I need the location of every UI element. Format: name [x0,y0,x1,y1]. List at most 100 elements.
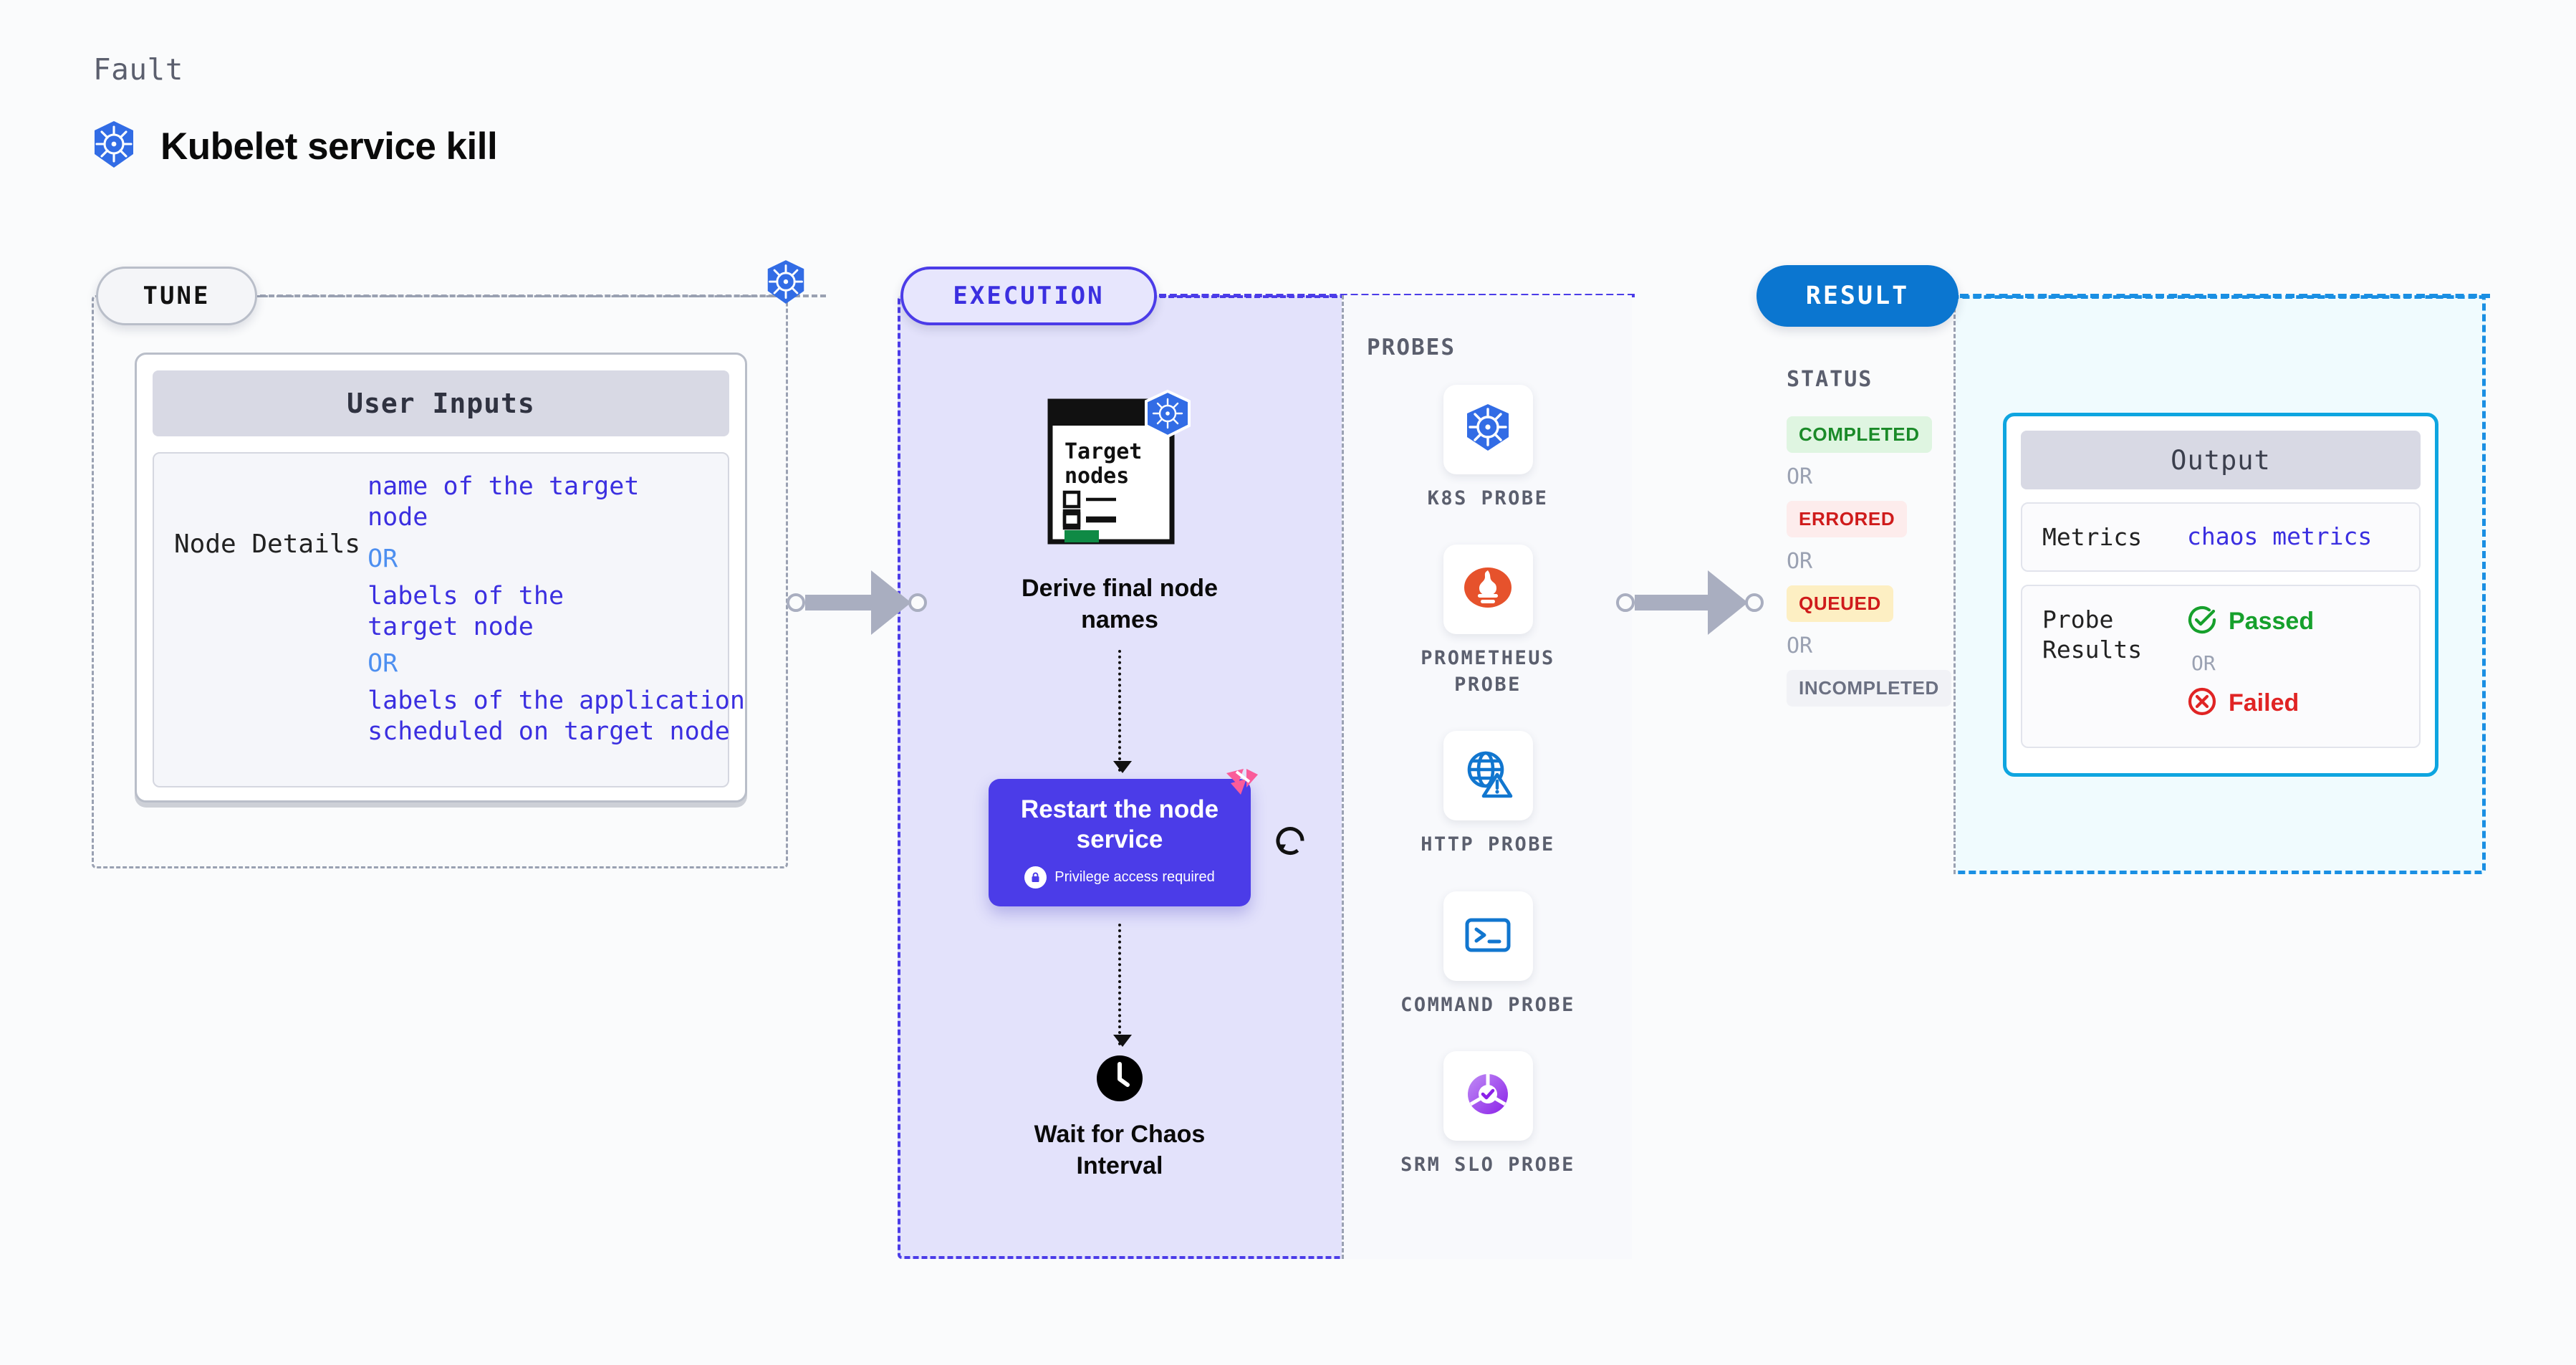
status-badge-errored: ERRORED [1787,501,1908,537]
probe-tile [1443,891,1533,981]
retry-icon[interactable] [1268,819,1312,867]
result-stage: RESULT STATUS COMPLETED OR ERRORED OR QU… [1754,265,2490,874]
execution-to-result-arrow [1616,570,1764,635]
probe-tile [1443,1051,1533,1141]
probe-item-prometheus[interactable]: PROMETHEUS PROBE [1395,545,1581,698]
output-key-probe-results: Probe Results [2042,605,2143,664]
probe-result-or-separator: OR [2191,651,2216,676]
action-card-title: Restart the node service [1020,795,1219,853]
result-pill-label: RESULT [1805,282,1910,310]
status-badge-incompleted: INCOMPLETED [1787,670,1951,707]
tune-stage: TUNE User Inputs Node Details name of th… [92,260,826,868]
litmus-chaos-icon [1222,767,1261,810]
user-inputs-rows: Node Details name of the target node OR … [153,452,745,787]
page-title: Kubelet service kill [160,125,498,168]
http-globe-warning-icon [1460,746,1516,805]
srm-slo-donut-icon [1460,1066,1516,1126]
probe-tile [1443,731,1533,821]
status-or-separator: OR [1787,464,1813,489]
privilege-note: Privilege access required [1024,866,1215,889]
step-caption-wait-for-chaos-interval: Wait for Chaos Interval [1034,1121,1206,1179]
probe-result-values: Passed OR Failed [2187,605,2314,720]
user-inputs-card: User Inputs Node Details name of the tar… [135,353,747,803]
probe-item-k8s[interactable]: K8S PROBE [1395,385,1581,512]
input-value: name of the target [367,472,640,501]
prometheus-icon [1460,560,1516,619]
privilege-note-label: Privilege access required [1054,868,1215,885]
input-value: labels of the application [367,686,745,716]
clock-icon [1095,1054,1144,1106]
input-value: node [367,503,428,532]
page-eyebrow: Fault [93,52,183,87]
target-nodes-document-icon: Target nodes [1040,388,1199,555]
x-circle-icon [2187,686,2217,720]
probe-tile [1443,545,1533,635]
status-badge-completed: COMPLETED [1787,416,1932,453]
output-row-metrics: Metrics chaos metrics [2021,502,2421,573]
connector-arrowhead [871,570,911,635]
tune-pill[interactable]: TUNE [96,267,257,325]
restart-node-service-card[interactable]: Restart the node service Privilege acces… [989,769,1304,907]
svg-text:Target: Target [1064,439,1142,464]
tune-to-execution-arrow [787,570,927,635]
probes-label: PROBES [1367,335,1456,360]
status-badge-queued: QUEUED [1787,585,1893,622]
status-or-separator: OR [1787,633,1813,658]
execution-pill[interactable]: EXECUTION [900,267,1157,325]
input-value-list: name of the target node OR labels of the… [367,472,745,747]
result-top-dash [1960,294,2490,298]
connector-line [805,595,871,610]
connector-end-dot [908,593,927,612]
kubernetes-icon [92,120,136,173]
input-value: scheduled on target node [367,717,730,747]
output-row-probe-results: Probe Results Passed OR [2021,585,2421,749]
probe-list: K8S PROBE PROMETHEUS PROB [1344,385,1632,1179]
step-caption-derive-final-node-names: Derive final node names [1022,575,1218,633]
probe-label: PROMETHEUS PROBE [1421,647,1555,696]
status-or-separator: OR [1787,549,1813,574]
flow-arrow-1 [1113,650,1132,774]
probe-item-http[interactable]: HTTP PROBE [1395,731,1581,858]
result-pill[interactable]: RESULT [1756,265,1959,327]
connector-arrowhead [1708,570,1748,635]
user-inputs-header: User Inputs [153,370,729,436]
kubernetes-icon [1460,400,1516,459]
output-key-metrics: Metrics [2042,523,2143,551]
execution-stage: EXECUTION Target nodes [898,267,1635,1259]
probe-result-passed: Passed [2187,605,2314,638]
probe-item-command[interactable]: COMMAND PROBE [1395,891,1581,1018]
execution-flow: Target nodes [898,388,1342,1182]
lock-icon [1024,866,1047,889]
connector-start-dot [787,593,805,612]
probe-result-passed-label: Passed [2229,608,2315,636]
connector-line [1635,595,1708,610]
probe-label: SRM SLO PROBE [1400,1154,1575,1177]
probes-panel: PROBES [1342,295,1632,1259]
tune-pill-label: TUNE [143,282,211,310]
input-value: target node [367,612,534,641]
probe-item-srm-slo[interactable]: SRM SLO PROBE [1395,1051,1581,1178]
output-value-chaos-metrics[interactable]: chaos metrics [2187,522,2373,550]
flow-arrow-2 [1113,924,1132,1048]
probe-label: HTTP PROBE [1421,833,1555,856]
probe-result-failed: Failed [2187,686,2314,720]
check-circle-icon [2187,605,2217,638]
tune-top-dash [260,294,826,297]
or-separator: OR [367,649,398,679]
probe-label: COMMAND PROBE [1400,993,1575,1016]
connector-start-dot [1616,593,1635,612]
execution-pill-label: EXECUTION [953,282,1105,310]
output-header: Output [2021,431,2421,489]
or-separator: OR [367,544,398,573]
input-value: labels of the [367,581,564,610]
probe-label: K8S PROBE [1427,487,1549,509]
output-card: Output Metrics chaos metrics Probe Resul… [2003,413,2438,777]
connector-end-dot [1745,593,1764,612]
page-title-row: Kubelet service kill [92,120,498,173]
wait-for-chaos-interval-step: Wait for Chaos Interval [1001,1054,1238,1182]
svg-text:nodes: nodes [1064,464,1129,489]
input-key-node-details: Node Details [174,530,361,559]
probe-result-failed-label: Failed [2229,689,2299,717]
kubernetes-icon [765,259,807,309]
